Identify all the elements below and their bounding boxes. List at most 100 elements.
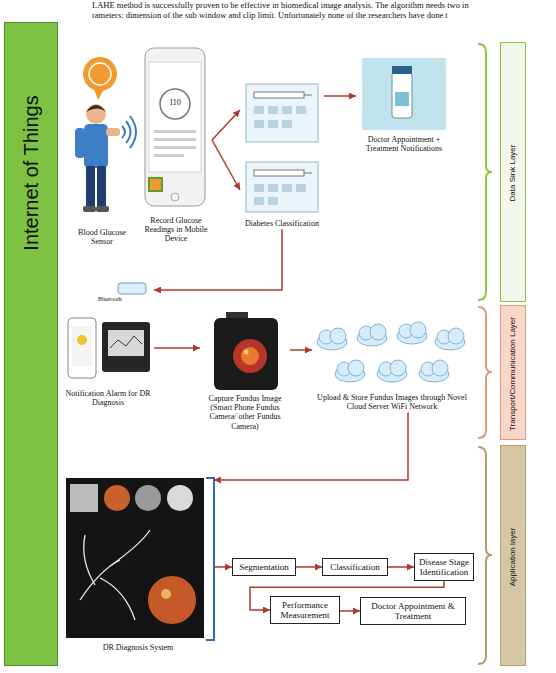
flow-arrow xyxy=(290,349,312,351)
fundus-camera-phone xyxy=(214,312,278,390)
fundus-camera-phone xyxy=(241,347,259,365)
node-text: DR Diagnosis System xyxy=(62,642,214,653)
node-text: Blood Glucose Sensor xyxy=(66,227,138,247)
blood-glucose-child xyxy=(106,128,120,136)
node-text: Data Sink Layer xyxy=(509,47,518,299)
node-text: Transport/Communication Layer xyxy=(509,310,518,437)
diagnosis-step: DR Diagnosis System xyxy=(62,470,214,653)
notification-devices xyxy=(77,335,87,345)
classification-cards xyxy=(254,92,304,98)
cloud-network xyxy=(357,324,387,346)
classification-cards xyxy=(304,173,312,174)
bluetooth-device xyxy=(118,283,146,294)
notification-devices xyxy=(110,336,142,348)
classification-cards xyxy=(268,106,278,114)
blood-glucose-child xyxy=(86,105,106,112)
blood-glucose-child xyxy=(86,104,106,124)
body-text: rameters: dimension of the sub window an… xyxy=(92,11,448,20)
dr-diagnosis-screen xyxy=(206,478,214,640)
layer-band: Transport/Communication Layer xyxy=(500,305,526,440)
cloud-network xyxy=(317,322,465,382)
node-text: Diabetes Classification xyxy=(240,218,324,229)
reading-value: 110 xyxy=(163,99,187,108)
mobile-phone xyxy=(149,178,162,191)
blood-glucose-child xyxy=(126,121,131,143)
blood-glucose-child xyxy=(89,63,111,85)
classification-cards xyxy=(296,106,306,114)
flow-arrow xyxy=(340,610,360,612)
classification-cards xyxy=(254,184,264,192)
mobile-phone xyxy=(154,146,196,149)
cloud-network xyxy=(435,328,465,350)
dr-diagnosis-screen xyxy=(66,478,204,638)
flow-arrow xyxy=(388,566,414,568)
treatment-vial xyxy=(362,58,446,130)
dr-diagnosis-screen xyxy=(70,484,98,512)
node-text: Internet of Things xyxy=(20,27,42,319)
node-text: Doctor Appointment + Treatment Notificat… xyxy=(356,134,452,154)
classification-cards xyxy=(304,95,312,96)
node-text: Classification xyxy=(325,562,385,572)
node-text: Upload & Store Fundus Images through Nov… xyxy=(312,392,472,412)
blood-glucose-child xyxy=(75,128,85,158)
classification-cards xyxy=(268,184,278,192)
dr-diagnosis-screen xyxy=(135,485,161,511)
fundus-camera-phone xyxy=(233,339,267,373)
process-box: Disease Stage Identification xyxy=(414,553,474,582)
capture-step: Capture Fundus Image (Smart Phone Fundus… xyxy=(200,315,290,432)
layer-brackets xyxy=(478,44,492,300)
dr-diagnosis-screen xyxy=(167,485,193,511)
node-text: Capture Fundus Image (Smart Phone Fundus… xyxy=(200,393,290,432)
node-text: Doctor Appointment & Treatment xyxy=(363,601,463,622)
classification-cards xyxy=(254,197,264,205)
cloud-network xyxy=(419,360,449,382)
cloud-network xyxy=(317,328,347,350)
mobile-phone xyxy=(171,193,179,201)
blood-glucose-child xyxy=(130,116,136,148)
flow-arrow xyxy=(324,95,356,97)
notification-devices xyxy=(102,322,150,372)
layer-brackets xyxy=(478,447,492,664)
signal-label: Bluetooth xyxy=(98,296,122,303)
mobile-step: Record Glucose Readings in Mobile Device xyxy=(140,45,212,245)
node-text: Record Glucose Readings in Mobile Device xyxy=(140,215,212,245)
flow-arrow xyxy=(154,347,200,349)
cloud-network xyxy=(377,360,407,382)
notification-devices xyxy=(108,330,144,356)
blood-glucose-child xyxy=(122,126,125,138)
blood-glucose-child xyxy=(83,57,117,91)
dr-diagnosis-screen xyxy=(80,530,150,620)
fundus-camera-phone xyxy=(214,318,278,390)
dr-diagnosis-screen xyxy=(148,576,196,624)
cloud-network xyxy=(335,360,365,382)
classification-cards xyxy=(246,162,318,212)
layer-brackets xyxy=(478,44,492,664)
classification-cards xyxy=(254,120,264,128)
classification-cards xyxy=(296,184,306,192)
classification-cards xyxy=(282,120,292,128)
mobile-phone xyxy=(149,62,201,172)
node-text: Disease Stage Identification xyxy=(417,557,471,578)
layer-band: Application layer xyxy=(500,445,526,666)
mobile-phone xyxy=(154,130,196,133)
notification-step: Doctor Appointment + Treatment Notificat… xyxy=(356,56,452,154)
iot-band: Internet of Things xyxy=(4,22,58,666)
process-box: Classification xyxy=(322,558,388,576)
mobile-phone xyxy=(160,89,190,119)
body-text: LAHE method is successfully proven to be… xyxy=(92,1,469,10)
flow-arrow xyxy=(212,140,240,190)
notification-devices xyxy=(72,326,92,366)
cloud-network xyxy=(348,360,364,376)
node-text: Performance Measurement xyxy=(273,600,337,621)
blood-glucose-child xyxy=(97,166,106,208)
blood-glucose-child xyxy=(96,206,109,212)
cloud-network xyxy=(410,322,426,338)
classification-cards xyxy=(282,184,292,192)
dr-diagnosis-screen xyxy=(66,478,214,640)
blood-glucose-child xyxy=(84,124,108,168)
mobile-phone xyxy=(154,138,196,141)
classification-cards xyxy=(268,120,278,128)
